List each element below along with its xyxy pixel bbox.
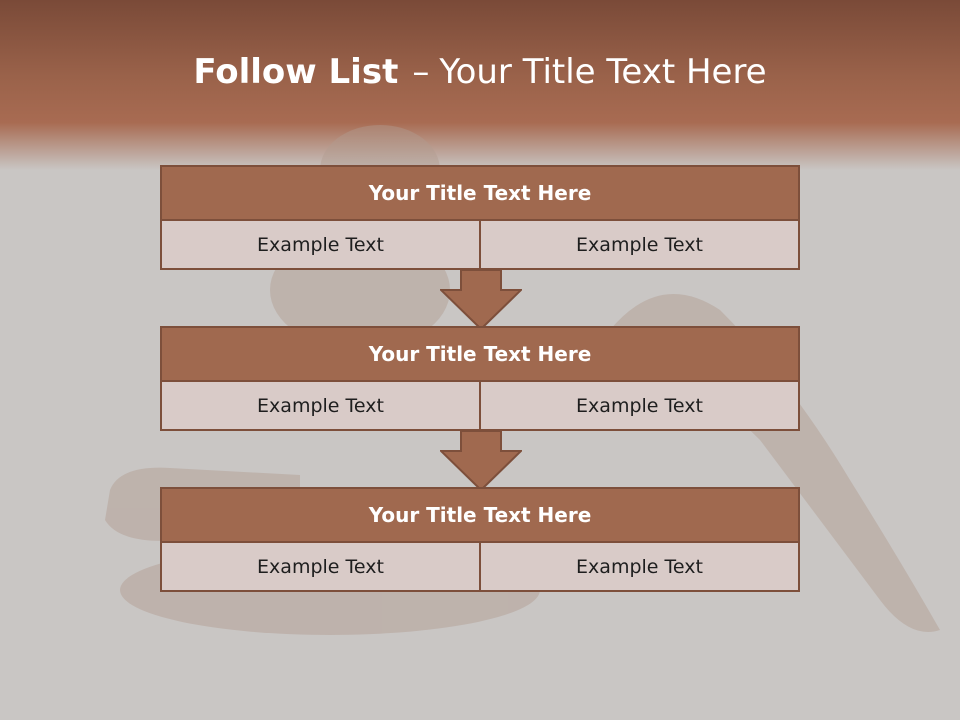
list-block-2: Your Title Text Here Example Text Exampl… (160, 326, 800, 431)
block-row: Example Text Example Text (160, 382, 800, 431)
block-title: Your Title Text Here (160, 165, 800, 221)
block-cell-right: Example Text (481, 221, 800, 270)
block-cell-right: Example Text (481, 543, 800, 592)
down-arrow-icon (440, 270, 522, 330)
slide-title: Follow List–Your Title Text Here (0, 52, 960, 92)
block-cell-right: Example Text (481, 382, 800, 431)
slide-title-dash: – (412, 52, 430, 92)
slide-title-rest: Your Title Text Here (439, 52, 767, 92)
down-arrow-icon (440, 431, 522, 491)
block-cell-left: Example Text (160, 221, 481, 270)
block-cell-left: Example Text (160, 382, 481, 431)
list-block-3: Your Title Text Here Example Text Exampl… (160, 487, 800, 592)
block-row: Example Text Example Text (160, 221, 800, 270)
header-band (0, 0, 960, 170)
list-block-1: Your Title Text Here Example Text Exampl… (160, 165, 800, 270)
block-title: Your Title Text Here (160, 487, 800, 543)
block-row: Example Text Example Text (160, 543, 800, 592)
block-cell-left: Example Text (160, 543, 481, 592)
block-title: Your Title Text Here (160, 326, 800, 382)
slide-title-bold: Follow List (193, 52, 399, 92)
